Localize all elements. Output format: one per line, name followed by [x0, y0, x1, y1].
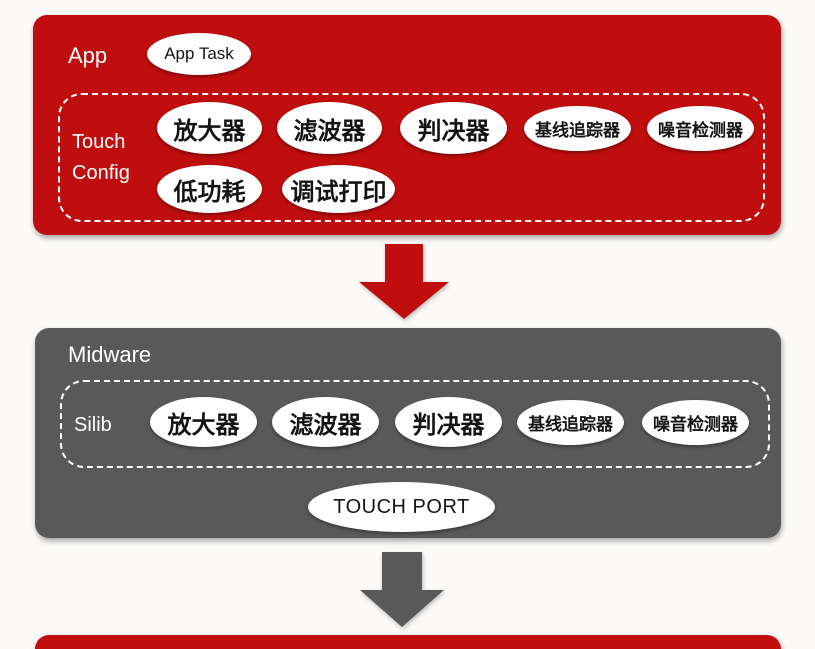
touch-config-label-line1: Touch	[72, 131, 126, 153]
app-layer-box: App App Task Touch Config 放大器 滤波器 判决器 基线…	[33, 15, 781, 235]
node-debug-print: 调试打印	[282, 165, 395, 213]
app-layer-label: App	[68, 43, 108, 68]
node-decider: 判决器	[395, 397, 502, 447]
touch-config-group: Touch Config 放大器 滤波器 判决器 基线追踪器 噪音检测器 低功耗…	[58, 93, 765, 222]
node-app-task: App Task	[147, 33, 251, 75]
node-baseline-tracker: 基线追踪器	[517, 400, 624, 445]
touch-config-label-line2: Config	[72, 162, 130, 184]
node-amplifier: 放大器	[150, 397, 257, 447]
node-low-power: 低功耗	[157, 165, 262, 213]
node-noise-detector: 噪音检测器	[647, 106, 754, 151]
touch-config-label: Touch Config	[72, 127, 130, 189]
node-touch-port: TOUCH PORT	[308, 482, 495, 532]
silib-label: Silib	[74, 414, 112, 436]
node-decider: 判决器	[400, 102, 507, 154]
bottom-layer-box	[35, 635, 781, 649]
node-filter: 滤波器	[277, 102, 382, 154]
silib-group: Silib 放大器 滤波器 判决器 基线追踪器 噪音检测器	[60, 380, 770, 468]
midware-layer-label: Midware	[68, 342, 152, 367]
node-noise-detector: 噪音检测器	[642, 400, 749, 445]
node-amplifier: 放大器	[157, 102, 262, 154]
gray-down-arrow	[360, 552, 444, 627]
midware-layer-box: Midware Silib 放大器 滤波器 判决器 基线追踪器 噪音检测器 TO…	[35, 328, 781, 538]
node-baseline-tracker: 基线追踪器	[524, 106, 631, 151]
node-filter: 滤波器	[272, 397, 379, 447]
red-down-arrow	[359, 244, 449, 319]
